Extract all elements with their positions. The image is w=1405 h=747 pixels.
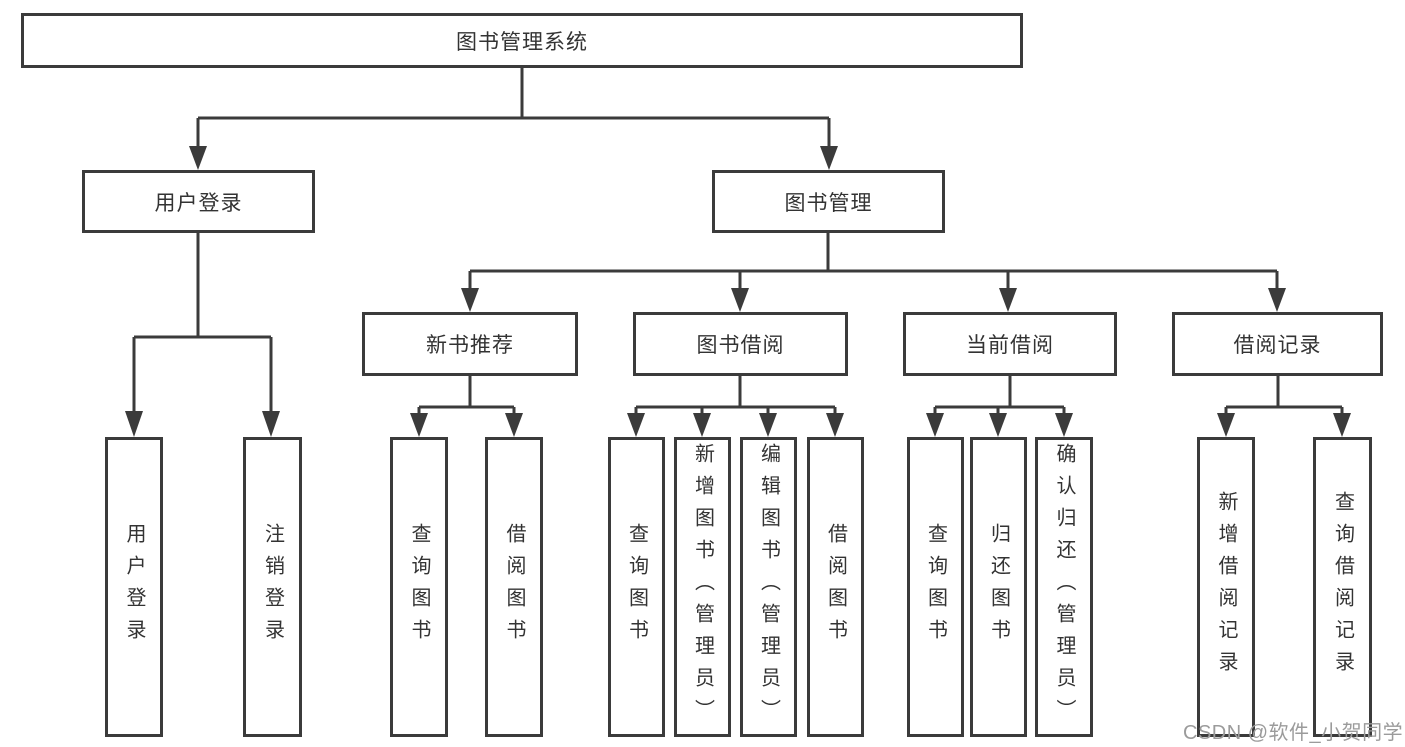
leaf-query-book-recommend-label: 查询图书: [408, 523, 430, 651]
leaf-add-book-admin: 新增图书（管理员）: [674, 437, 731, 737]
node-user-login: 用户登录: [82, 170, 315, 233]
node-new-book-recommend: 新书推荐: [362, 312, 578, 376]
leaf-return-book-label: 归还图书: [987, 523, 1010, 651]
leaf-logout-label: 注销登录: [261, 523, 284, 651]
leaf-borrow-book-recommend-label: 借阅图书: [503, 523, 525, 651]
leaf-edit-book-admin-label: 编辑图书（管理员）: [757, 443, 780, 731]
leaf-borrow-book-recommend: 借阅图书: [485, 437, 543, 737]
node-current-borrow: 当前借阅: [903, 312, 1117, 376]
node-root-library-management-system: 图书管理系统: [21, 13, 1023, 68]
leaf-query-borrow-record: 查询借阅记录: [1313, 437, 1372, 737]
leaf-query-book-borrow-label: 查询图书: [625, 523, 648, 651]
csdn-watermark: CSDN @软件_小贺同学: [1183, 722, 1404, 744]
leaf-query-book-borrow: 查询图书: [608, 437, 665, 737]
leaf-add-book-admin-label: 新增图书（管理员）: [691, 443, 714, 731]
leaf-add-borrow-record-label: 新增借阅记录: [1215, 491, 1237, 683]
leaf-logout: 注销登录: [243, 437, 302, 737]
leaf-borrow-book-label: 借阅图书: [824, 523, 847, 651]
node-book-borrow: 图书借阅: [633, 312, 848, 376]
leaf-confirm-return-admin: 确认归还（管理员）: [1035, 437, 1093, 737]
leaf-query-book-current-label: 查询图书: [924, 523, 947, 651]
leaf-confirm-return-admin-label: 确认归还（管理员）: [1053, 443, 1075, 731]
leaf-query-borrow-record-label: 查询借阅记录: [1331, 491, 1354, 683]
leaf-query-book-current: 查询图书: [907, 437, 964, 737]
leaf-user-login: 用户登录: [105, 437, 163, 737]
node-borrow-records: 借阅记录: [1172, 312, 1383, 376]
leaf-return-book: 归还图书: [970, 437, 1027, 737]
leaf-edit-book-admin: 编辑图书（管理员）: [740, 437, 797, 737]
leaf-borrow-book: 借阅图书: [807, 437, 864, 737]
leaf-user-login-label: 用户登录: [123, 523, 145, 651]
node-book-management: 图书管理: [712, 170, 945, 233]
leaf-add-borrow-record: 新增借阅记录: [1197, 437, 1255, 737]
leaf-query-book-recommend: 查询图书: [390, 437, 448, 737]
